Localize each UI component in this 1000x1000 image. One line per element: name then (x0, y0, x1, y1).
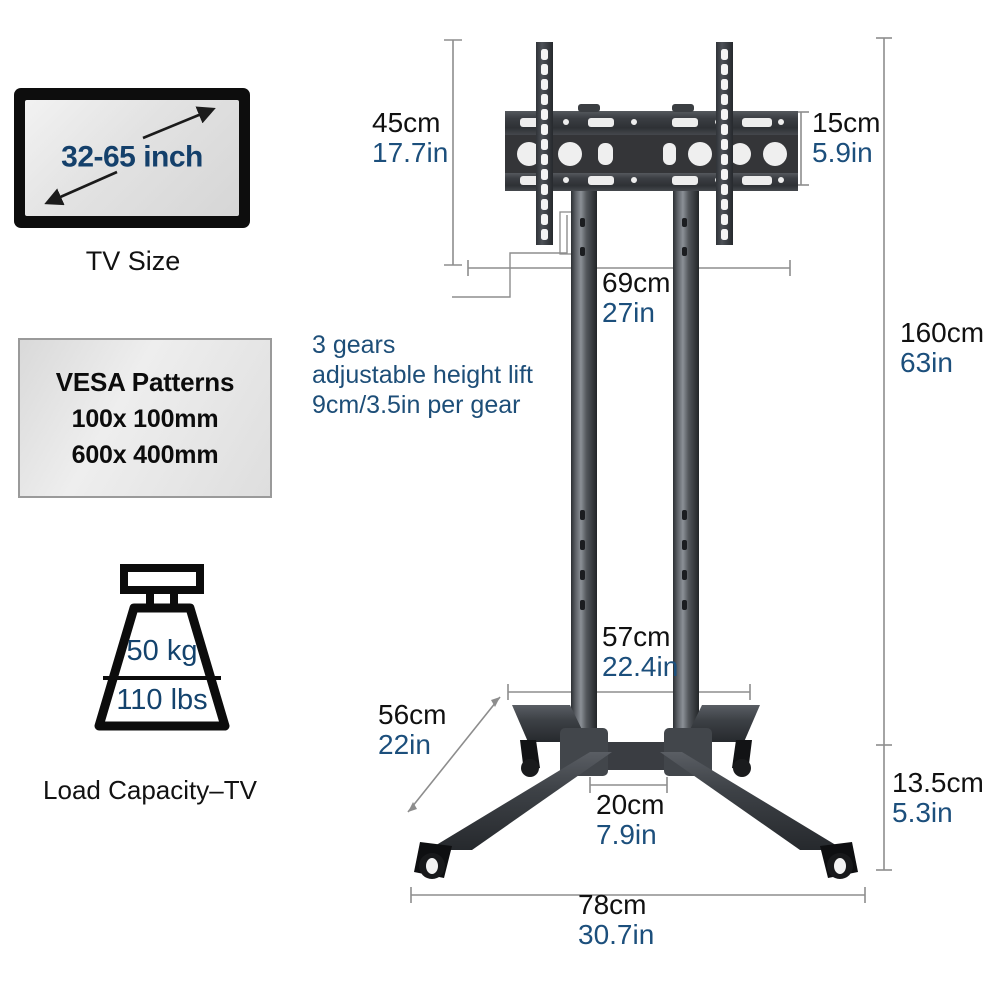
dimension-value-in: 22in (378, 728, 431, 760)
stand-base (414, 705, 858, 879)
dimension-value-in: 5.3in (892, 796, 953, 828)
vesa-heading: VESA Patterns (55, 366, 235, 397)
gear-note-line-2: adjustable height lift (312, 361, 533, 389)
load-capacity-caption: Load Capacity–TV (43, 775, 257, 805)
weight-block-icon (94, 564, 230, 731)
caster-wheel (520, 740, 752, 777)
dimension-value-cm: 15cm (812, 107, 881, 138)
dimension-value-in: 22.4in (602, 650, 679, 682)
dimension-base-centre-width: 20cm 7.9in (596, 790, 664, 849)
dimension-value-cm: 56cm (378, 699, 447, 730)
tv-size-card: 32-65 inch (14, 88, 250, 228)
vesa-pattern-2: 600x 400mm (71, 440, 219, 469)
dimension-base-leg-depth: 56cm 22in (378, 700, 446, 759)
vesa-patterns-card: VESA Patterns 100x 100mm 600x 400mm (18, 338, 272, 498)
dimension-value-in: 63in (900, 346, 953, 378)
dimension-value-cm: 45cm (372, 107, 441, 138)
dimension-base-height: 13.5cm 5.3in (892, 768, 984, 827)
dimension-value-in: 17.7in (372, 136, 449, 168)
dimension-value-cm: 20cm (596, 789, 665, 820)
gear-note-line-3: 9cm/3.5in per gear (312, 391, 521, 419)
dimension-base-total-width: 78cm 30.7in (578, 890, 654, 949)
tv-size-caption: TV Size (85, 246, 181, 276)
dimension-mount-top-height: 45cm 17.7in (372, 108, 448, 167)
dimension-value-cm: 78cm (578, 889, 647, 920)
dimension-value-cm: 57cm (602, 621, 671, 652)
load-capacity-card: 50 kg 110 lbs (62, 560, 262, 760)
tv-screen-icon: 32-65 inch (25, 100, 239, 216)
vesa-rail-strip (536, 42, 733, 245)
dimension-value-in: 5.9in (812, 136, 873, 168)
gear-adjustment-note: 3 gears adjustable height lift 9cm/3.5in… (312, 330, 533, 420)
load-capacity-divider (103, 676, 221, 680)
dimension-value-in: 27in (602, 296, 655, 328)
dimension-value-in: 7.9in (596, 818, 657, 850)
dimension-value-in: 30.7in (578, 918, 655, 950)
dimension-total-height: 160cm 63in (900, 318, 984, 377)
dimension-value-cm: 160cm (900, 317, 985, 348)
tv-size-value: 32-65 inch (61, 140, 203, 174)
dimension-value-cm: 13.5cm (892, 767, 984, 798)
load-capacity-lbs: 110 lbs (116, 684, 208, 716)
caster-wheel (414, 842, 858, 879)
tv-mount-bracket (505, 42, 798, 245)
dimension-bracket-height: 15cm 5.9in (812, 108, 880, 167)
vesa-pattern-1: 100x 100mm (71, 404, 219, 433)
stand-columns (571, 191, 699, 736)
dimension-column-spacing: 57cm 22.4in (602, 622, 678, 681)
gear-note-line-1: 3 gears (312, 331, 396, 359)
dimension-value-cm: 69cm (602, 267, 671, 298)
load-capacity-kg: 50 kg (126, 635, 198, 667)
dimension-bracket-width: 69cm 27in (602, 268, 670, 327)
